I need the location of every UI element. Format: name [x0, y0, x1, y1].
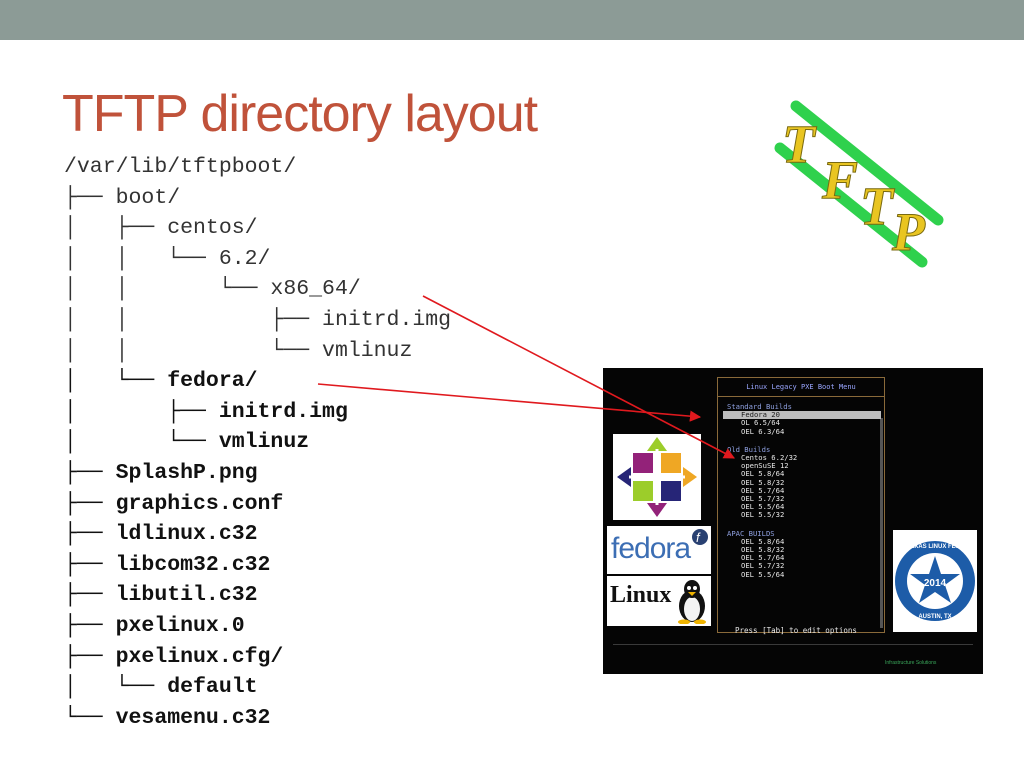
logo-letter: F: [821, 150, 858, 210]
boot-menu-item[interactable]: OEL 5.7/32: [741, 561, 785, 571]
menu-section-heading: APAC BUILDS: [727, 528, 775, 538]
menu-section-heading: Standard Builds: [727, 402, 792, 411]
pxe-footer-hint: Press [Tab] to edit options: [735, 626, 857, 635]
boot-menu-item[interactable]: OEL 6.3/64: [741, 426, 785, 436]
centos-logo-icon: [613, 434, 701, 520]
tftp-logo: T F T P: [774, 100, 944, 268]
tree-line: │ └── fedora/: [64, 369, 258, 394]
tree-line: ├── libutil.c32: [64, 583, 258, 608]
tree-line: ├── ldlinux.c32: [64, 522, 258, 547]
tree-line: │ ├── centos/: [64, 216, 258, 241]
boot-menu-item[interactable]: OEL 5.8/64: [741, 536, 785, 546]
boot-menu-item[interactable]: OEL 5.7/32: [741, 494, 785, 503]
tree-line: │ │ └── x86_64/: [64, 277, 361, 302]
boot-menu-item[interactable]: Centos 6.2/32: [741, 453, 798, 462]
pxe-menu-title: Linux Legacy PXE Boot Menu: [718, 378, 884, 397]
boot-menu-item[interactable]: OEL 5.5/32: [741, 510, 785, 520]
svg-text:f: f: [696, 530, 701, 545]
tree-line: │ └── vmlinuz: [64, 430, 310, 455]
logo-letter: P: [891, 202, 926, 262]
tree-line: │ ├── initrd.img: [64, 399, 348, 424]
linux-logo: Linux: [607, 576, 711, 626]
pxe-boot-screenshot: Linux Legacy PXE Boot Menu Standard Buil…: [603, 368, 983, 674]
tree-line: │ └── default: [64, 675, 258, 700]
tree-line: ├── libcom32.c32: [64, 552, 271, 577]
fedora-logo: fedora f: [607, 526, 711, 574]
badge-text: TEXAS LINUX FEST: [907, 544, 964, 550]
tree-line: ├── pxelinux.cfg/: [64, 644, 284, 669]
boot-menu-item[interactable]: openSuSE 12: [741, 461, 789, 471]
tree-line: │ │ ├── initrd.img: [64, 307, 452, 332]
top-accent-bar: [0, 0, 1024, 40]
boot-menu-item[interactable]: OEL 5.8/32: [741, 545, 785, 554]
vendor-label: Infrastructure Solutions: [885, 660, 937, 666]
menu-scrollbar: [880, 418, 883, 628]
boot-menu-item[interactable]: OEL 5.7/64: [741, 485, 785, 495]
logo-letter: T: [860, 176, 895, 236]
fedora-wordmark: fedora: [611, 532, 691, 565]
fedora-infinity-icon: f: [692, 529, 708, 545]
boot-menu-item[interactable]: OEL 5.8/32: [741, 477, 785, 487]
tree-line: ├── boot/: [64, 185, 181, 210]
boot-menu-item[interactable]: Fedora 20: [723, 411, 881, 420]
tree-line: └── vesamenu.c32: [64, 705, 271, 730]
pxe-boot-menu: Linux Legacy PXE Boot Menu Standard Buil…: [717, 377, 885, 633]
tree-line: /var/lib/tftpboot/: [64, 155, 297, 179]
directory-tree: /var/lib/tftpboot/ ├── boot/ │ ├── centos/…: [64, 152, 451, 733]
boot-menu-item[interactable]: OL 6.5/64: [741, 418, 780, 428]
badge-text: 2014: [924, 578, 947, 589]
slide-title: TFTP directory layout: [62, 85, 538, 143]
tree-line: ├── pxelinux.0: [64, 613, 245, 638]
boot-menu-item[interactable]: OEL 5.5/64: [741, 569, 785, 579]
texas-linux-fest-badge: 2014 TEXAS LINUX FEST AUSTIN, TX: [893, 530, 977, 632]
badge-text: AUSTIN, TX: [918, 614, 951, 620]
linux-wordmark: Linux: [610, 582, 672, 608]
tree-line: │ │ └── vmlinuz: [64, 338, 413, 363]
boot-menu-item[interactable]: OEL 5.8/64: [741, 469, 785, 479]
pxe-divider: [613, 644, 973, 645]
logo-letter: T: [782, 114, 817, 174]
tree-line: ├── graphics.conf: [64, 491, 284, 516]
tux-penguin-icon: [678, 580, 706, 624]
tree-line: ├── SplashP.png: [64, 460, 258, 485]
tree-line: │ │ └── 6.2/: [64, 246, 271, 271]
boot-menu-item[interactable]: OEL 5.5/64: [741, 502, 785, 512]
boot-menu-item[interactable]: OEL 5.7/64: [741, 553, 785, 563]
